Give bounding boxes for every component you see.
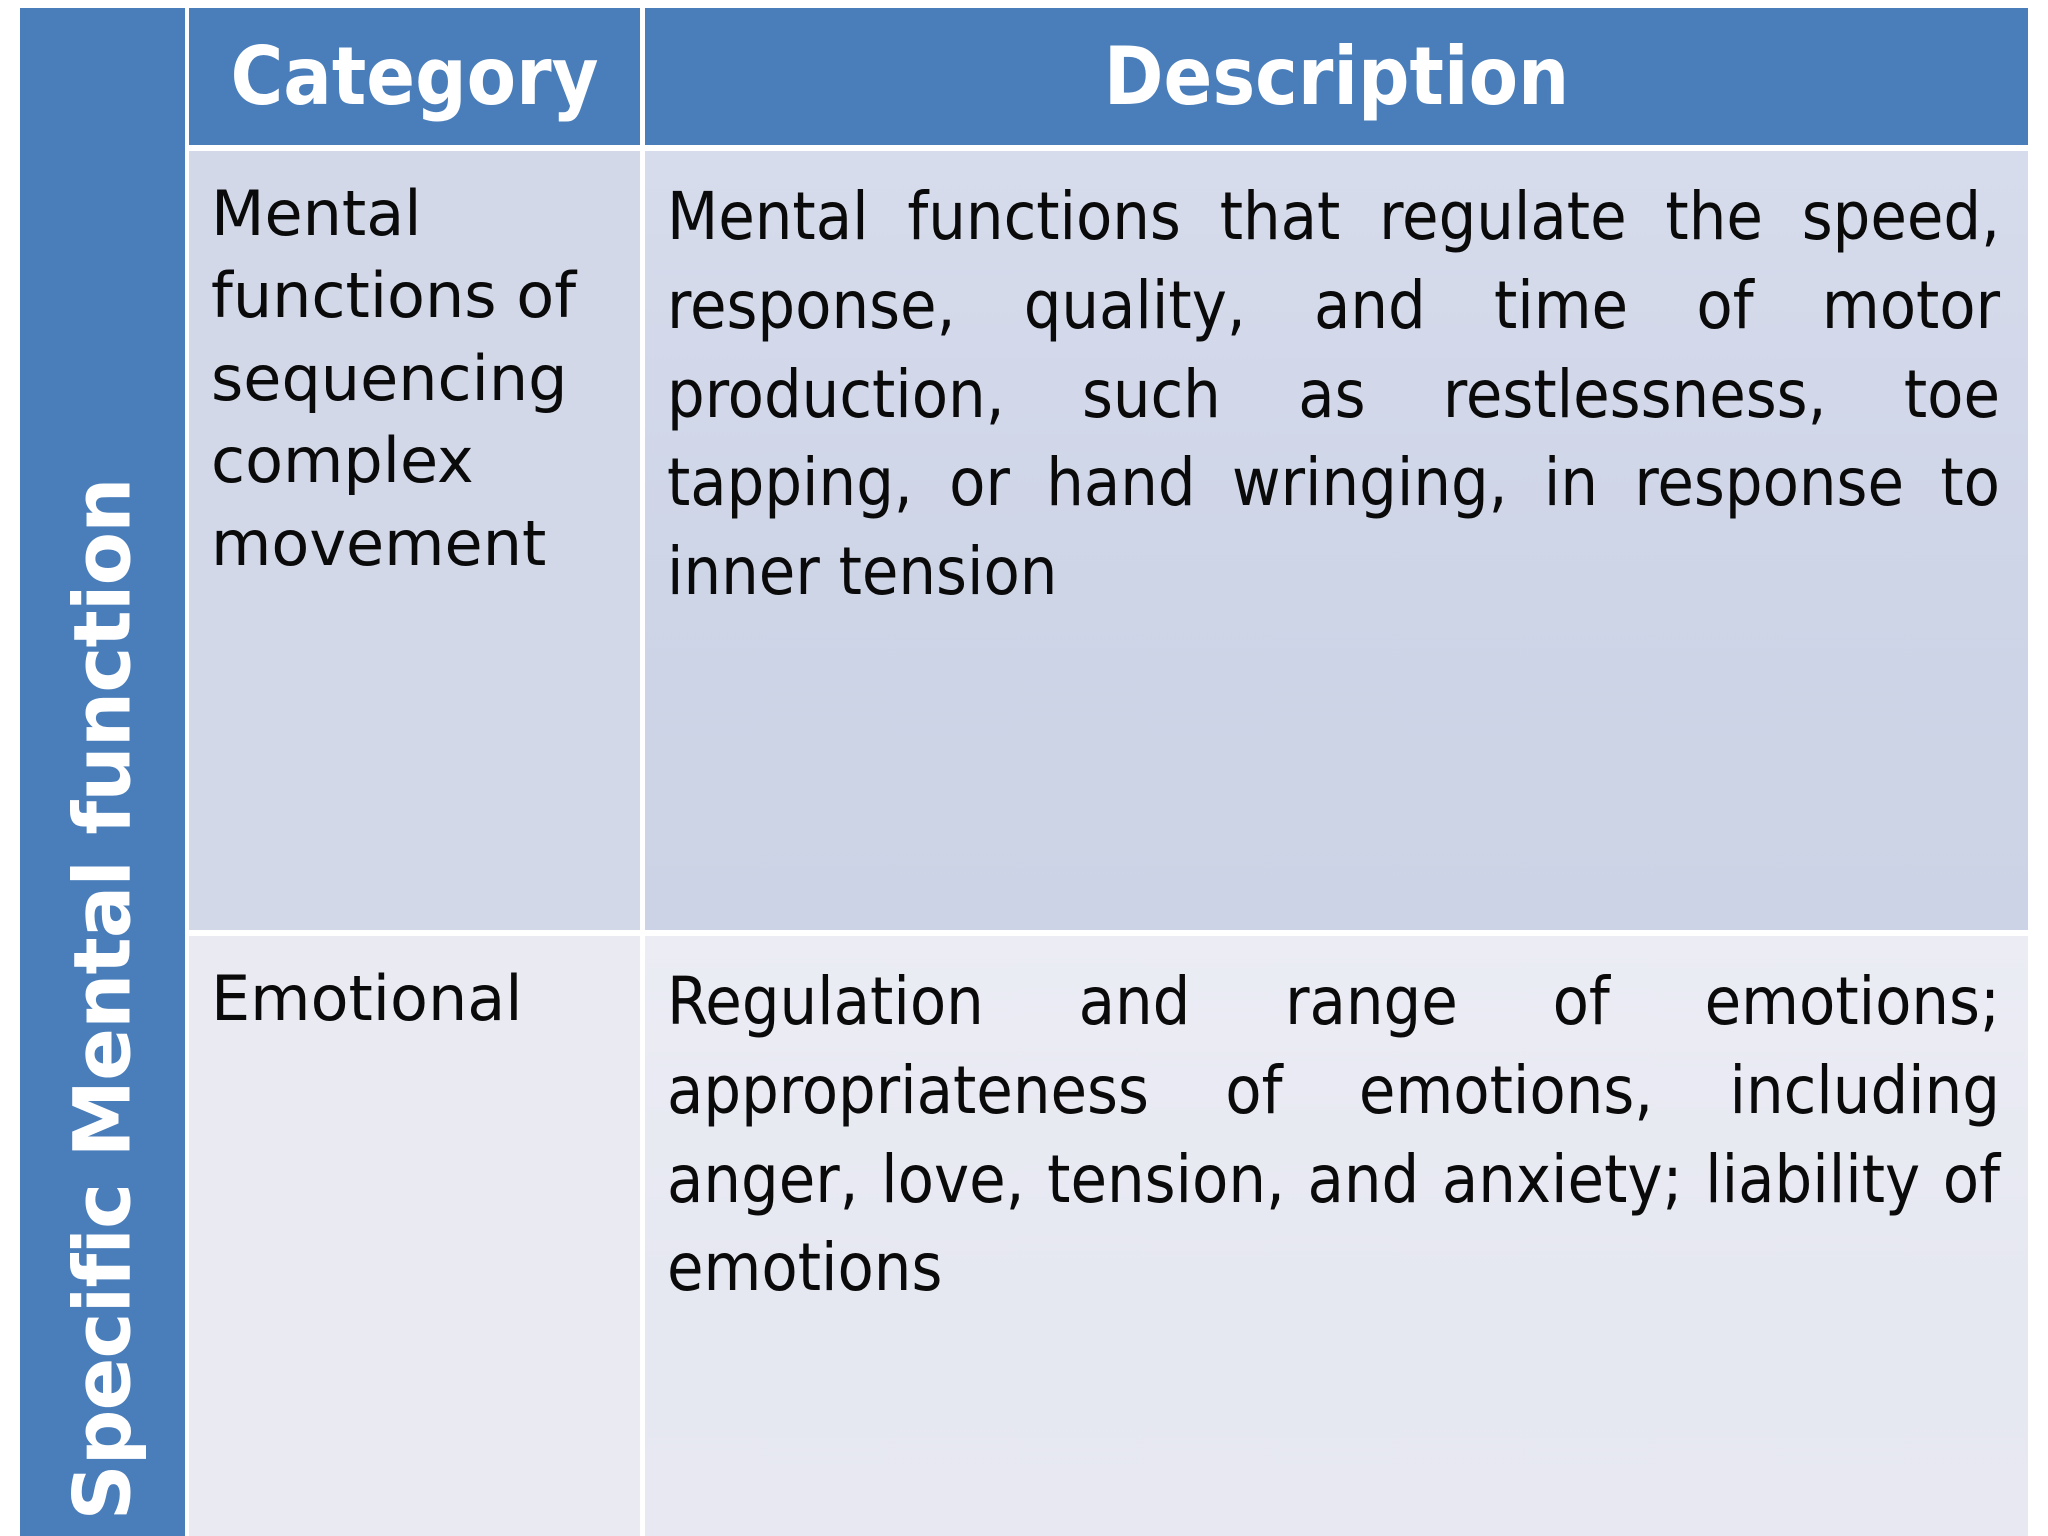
row-header-rotation-wrapper: Specific Mental function — [20, 8, 185, 1536]
row-header-band: Specific Mental function — [20, 8, 185, 1536]
cell-category: Mental functions of sequencing complex m… — [189, 151, 640, 930]
cell-description: Mental functions that regulate the speed… — [645, 151, 2028, 930]
cell-description: Regulation and range of emotions; approp… — [645, 936, 2028, 1536]
cell-category: Emotional — [189, 936, 640, 1536]
column-header-description: Description — [645, 8, 2028, 145]
table-header-row: Category Description — [189, 8, 2028, 145]
row-header-label: Specific Mental function — [57, 477, 148, 1520]
row-header-rotated-inner: Specific Mental function — [20, 8, 185, 1536]
table-row: Mental functions of sequencing complex m… — [189, 151, 2028, 930]
data-table: Category Description Mental functions of… — [189, 8, 2028, 1536]
table-row: Emotional Regulation and range of emotio… — [189, 936, 2028, 1536]
column-header-category: Category — [189, 8, 640, 145]
